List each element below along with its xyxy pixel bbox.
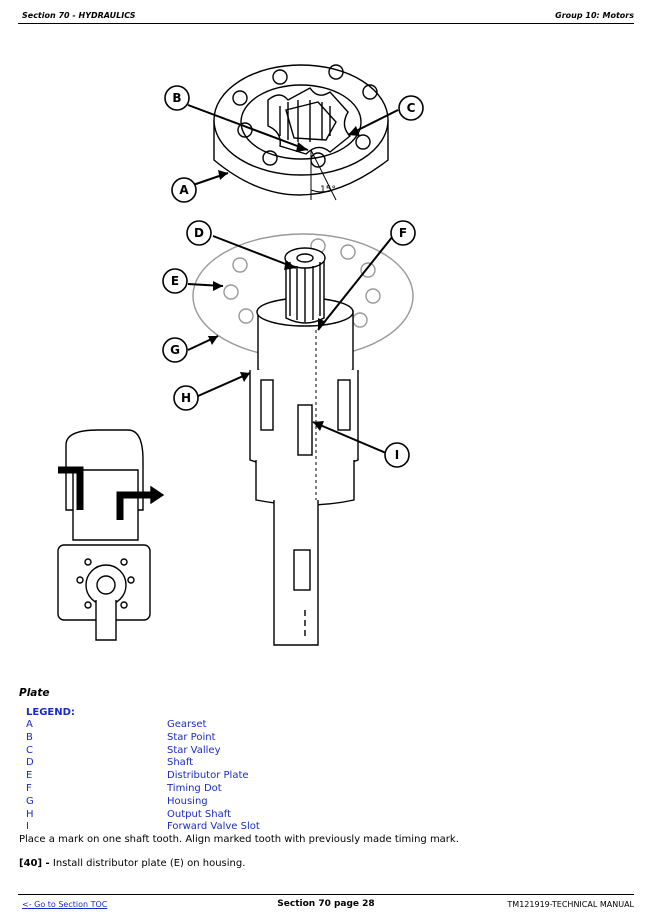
angle-label: 15°	[320, 185, 336, 195]
callout-d: D	[194, 226, 204, 240]
section-toc-link[interactable]: <- Go to Section TOC	[22, 900, 108, 909]
instruction-note: Place a mark on one shaft tooth. Align m…	[19, 834, 459, 845]
step-text: Install distributor plate (E) on housing…	[49, 858, 246, 869]
callout-g: G	[170, 343, 180, 357]
figure-caption: Plate	[19, 687, 50, 699]
section-title: Section 70 - HYDRAULICS	[22, 11, 136, 20]
step-number: [40] -	[19, 858, 50, 869]
page-number: Section 70 page 28	[277, 899, 375, 909]
procedure-step: [40] - Install distributor plate (E) on …	[19, 858, 245, 869]
group-title: Group 10: Motors	[555, 11, 634, 20]
page-footer: <- Go to Section TOC Section 70 page 28 …	[18, 894, 634, 915]
gearset-drawing	[213, 64, 389, 201]
output-shaft-drawing	[249, 297, 359, 646]
motor-inset-drawing	[57, 429, 165, 641]
callout-c: C	[407, 101, 416, 115]
callout-a: A	[179, 183, 189, 197]
motor-illustration: B C A D F E G H I 15°	[18, 40, 634, 690]
manual-id: TM121919-TECHNICAL MANUAL	[507, 900, 634, 909]
callout-e: E	[171, 274, 179, 288]
callout-i: I	[395, 448, 399, 462]
callout-f: F	[399, 226, 407, 240]
callout-h: H	[181, 391, 191, 405]
page-header: Section 70 - HYDRAULICS Group 10: Motors	[18, 9, 634, 24]
legend-title: LEGEND:	[26, 707, 75, 718]
shaft-gear-drawing	[284, 247, 326, 324]
callout-b: B	[172, 91, 181, 105]
